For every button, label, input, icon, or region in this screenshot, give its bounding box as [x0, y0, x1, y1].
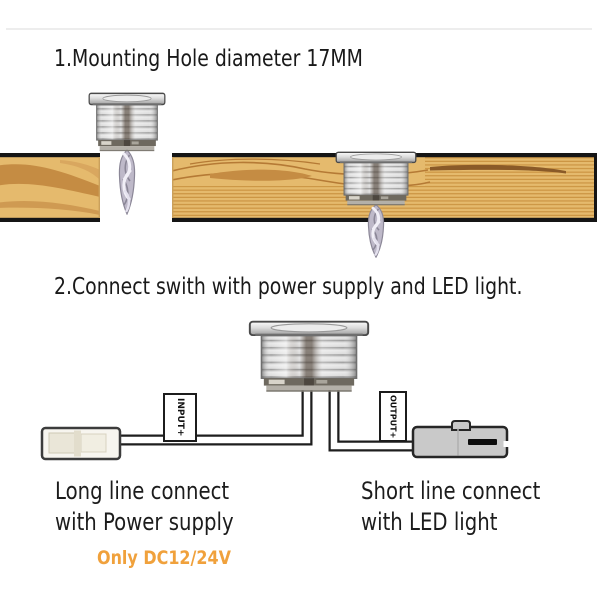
right-caption-line2: with LED light	[361, 507, 498, 536]
twisted-wire-2	[366, 204, 386, 258]
led-light-connector	[411, 420, 510, 459]
voltage-note: Only DC12/24V	[97, 547, 231, 569]
right-caption-line1: Short line connect	[361, 477, 541, 505]
input-label: INPUT+	[163, 393, 197, 442]
mounting-hole-gap	[100, 153, 172, 222]
input-wire-long	[116, 386, 313, 446]
input-label-text: INPUT+	[175, 398, 185, 437]
section1-title: 1.Mounting Hole diameter 17MM	[54, 46, 363, 72]
right-caption: Short line connect with LED light	[361, 476, 540, 537]
power-supply-connector	[40, 426, 122, 461]
section2-title: 2.Connect swith with power supply and LE…	[54, 274, 523, 300]
left-caption-line1: Long line connect	[55, 477, 230, 505]
output-label: OUTPUT+	[379, 391, 407, 442]
led-fixture-diagram	[248, 320, 370, 393]
faint-divider-line	[6, 28, 592, 30]
left-caption-line2: with Power supply	[55, 507, 234, 536]
wood-plank-left	[0, 153, 100, 222]
output-label-text: OUTPUT+	[388, 394, 398, 439]
led-fixture-installed	[335, 151, 417, 258]
left-caption: Long line connect with Power supply	[55, 476, 234, 537]
output-wire-short	[328, 386, 414, 452]
